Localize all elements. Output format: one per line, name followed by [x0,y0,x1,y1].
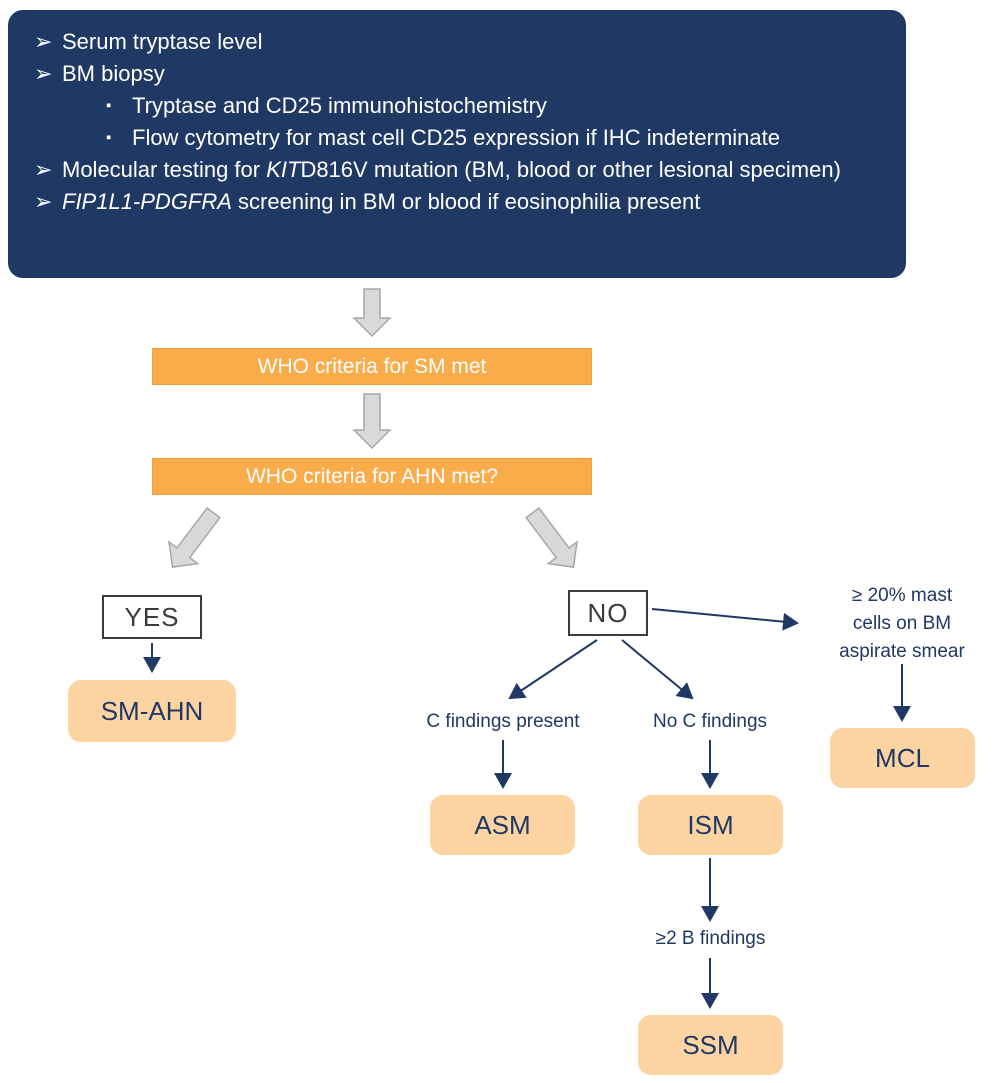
block-arrow-sm-to-ahn [352,393,392,450]
arrow-bullet-icon: ➢ [34,157,53,182]
who-ahn-met-box: WHO criteria for AHN met? [152,458,592,495]
workup-item: ➢ Serum tryptase level [34,26,884,58]
note-line: aspirate smear [839,641,965,662]
workup-subitem-text: Tryptase and CD25 immunohistochemistry [132,93,547,118]
sm-ahn-node: SM-AHN [68,680,236,742]
square-bullet-icon: ▪ [106,97,112,114]
mcl-criteria-note: ≥ 20% mast cells on BM aspirate smear [826,582,978,666]
workup-subitem: ▪ Flow cytometry for mast cell CD25 expr… [106,122,884,154]
workup-item-text: BM biopsy [62,61,165,86]
block-arrow-ahn-to-yes [168,506,221,569]
text-segment: D816V mutation (BM, blood or other lesio… [300,157,841,182]
no-c-findings-label: No C findings [652,711,768,732]
no-box: NO [568,590,648,636]
text-segment: Molecular testing for [62,157,267,182]
gene-name-italic: KIT [266,157,301,182]
asm-node: ASM [430,795,575,855]
gene-name-italic: FIP1L1-PDGFRA [62,189,232,214]
square-bullet-icon: ▪ [106,129,112,146]
connector-no-to-mcl-note [651,608,799,631]
block-arrow-panel-to-sm [352,288,392,338]
arrow-bullet-icon: ➢ [34,61,53,86]
connector-no-to-c-findings [508,639,598,700]
arrow-bullet-icon: ➢ [34,189,53,214]
note-line: cells on BM [852,613,952,634]
ism-node: ISM [638,795,783,855]
workup-item: ➢ BM biopsy [34,58,884,90]
workup-item: ➢ Molecular testing for KITD816V mutatio… [34,154,884,186]
arrow-bullet-icon: ➢ [34,29,53,54]
workup-subitem: ▪ Tryptase and CD25 immunohistochemistry [106,90,884,122]
workup-item: ➢ FIP1L1-PDGFRA screening in BM or blood… [34,186,884,218]
text-segment: screening in BM or blood if eosinophilia… [231,189,701,214]
workup-subitem-text: Flow cytometry for mast cell CD25 expres… [132,125,780,150]
yes-box: YES [102,595,202,639]
note-line: ≥ 20% mast [851,585,953,606]
who-sm-met-box: WHO criteria for SM met [152,348,592,385]
workup-item-text: Molecular testing for KITD816V mutation … [62,154,884,186]
connector-no-to-no-c-findings [621,639,694,700]
ssm-node: SSM [638,1015,783,1075]
block-arrow-ahn-to-no [525,506,578,569]
workup-item-text: FIP1L1-PDGFRA screening in BM or blood i… [62,186,884,218]
workup-item-text: Serum tryptase level [62,29,263,54]
c-findings-label: C findings present [426,711,580,732]
workup-panel: ➢ Serum tryptase level ➢ BM biopsy ▪ Try… [8,10,906,278]
mcl-node: MCL [830,728,975,788]
b-findings-label: ≥2 B findings [655,928,766,949]
